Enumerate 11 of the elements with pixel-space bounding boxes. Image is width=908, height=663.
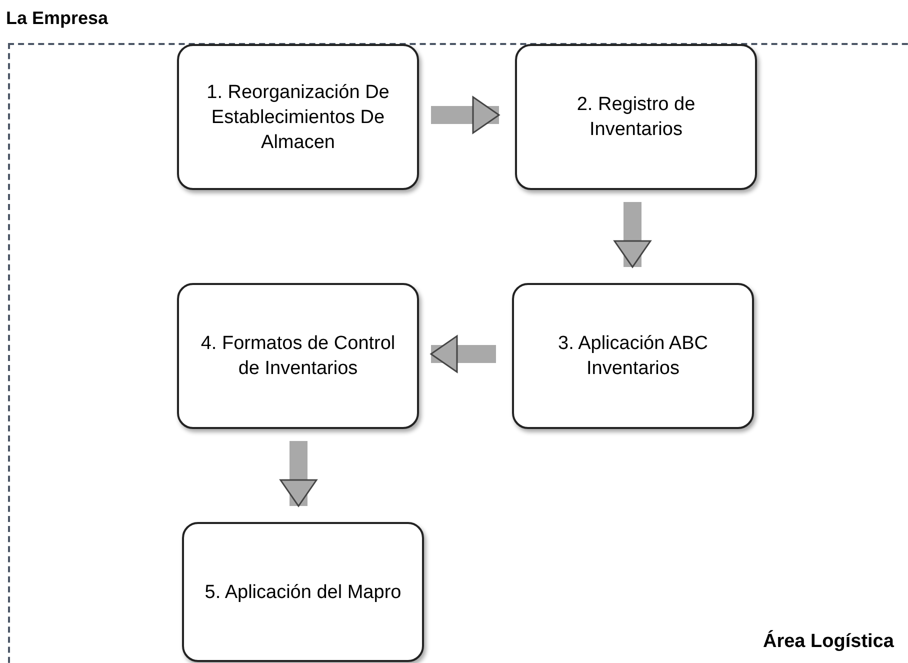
block-arrow: [430, 335, 496, 373]
block-arrow: [614, 202, 652, 268]
process-box: 3. Aplicación ABC Inventarios: [512, 283, 754, 429]
process-box: 5. Aplicación del Mapro: [182, 522, 424, 662]
block-arrow: [280, 441, 318, 507]
block-arrow: [431, 96, 500, 134]
region-label: Área Logística: [763, 629, 894, 654]
process-box: 2. Registro de Inventarios: [515, 44, 757, 190]
region-title: La Empresa: [6, 7, 108, 30]
process-box: 1. Reorganización De Establecimientos De Almacen: [177, 44, 419, 190]
process-box: 4. Formatos de Control de Inventarios: [177, 283, 419, 429]
